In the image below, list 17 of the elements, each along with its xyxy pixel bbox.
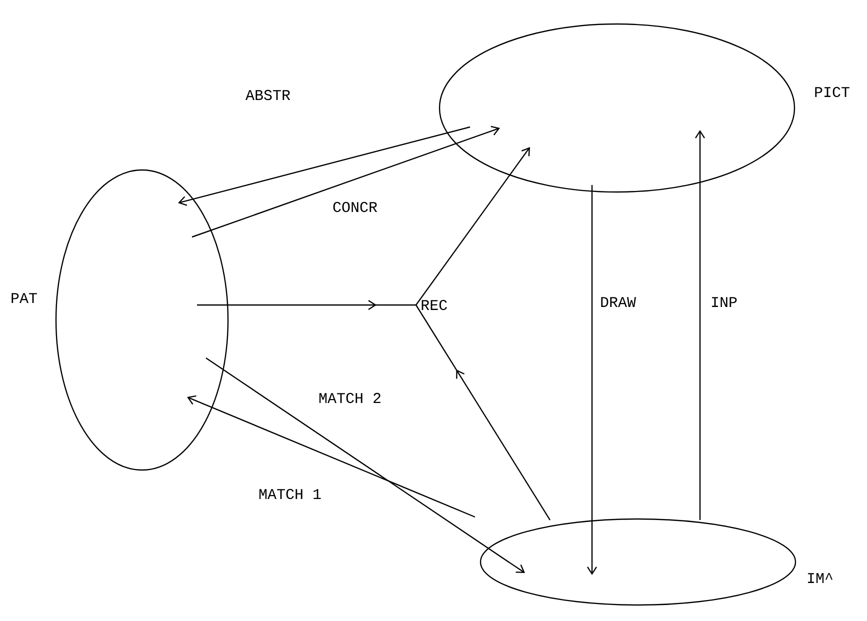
arrow [695,130,706,520]
arrow [206,358,525,574]
arrow [416,147,530,306]
edge-label: MATCH 1 [259,488,321,500]
edge-label: INP [712,297,737,307]
edge-label: CONCR [333,202,378,212]
edge-label: ABSTR [246,90,290,100]
node-label: PAT [12,293,37,303]
node-label: PICT [815,86,850,98]
node-label: IM^ [808,573,833,583]
node-label: REC [422,300,447,310]
arrow [187,395,476,518]
edge-label: DRAW [601,297,636,307]
edge-label: MATCH 2 [319,392,380,404]
arrow [178,126,470,206]
arrow [192,126,500,238]
arrow [587,185,597,575]
